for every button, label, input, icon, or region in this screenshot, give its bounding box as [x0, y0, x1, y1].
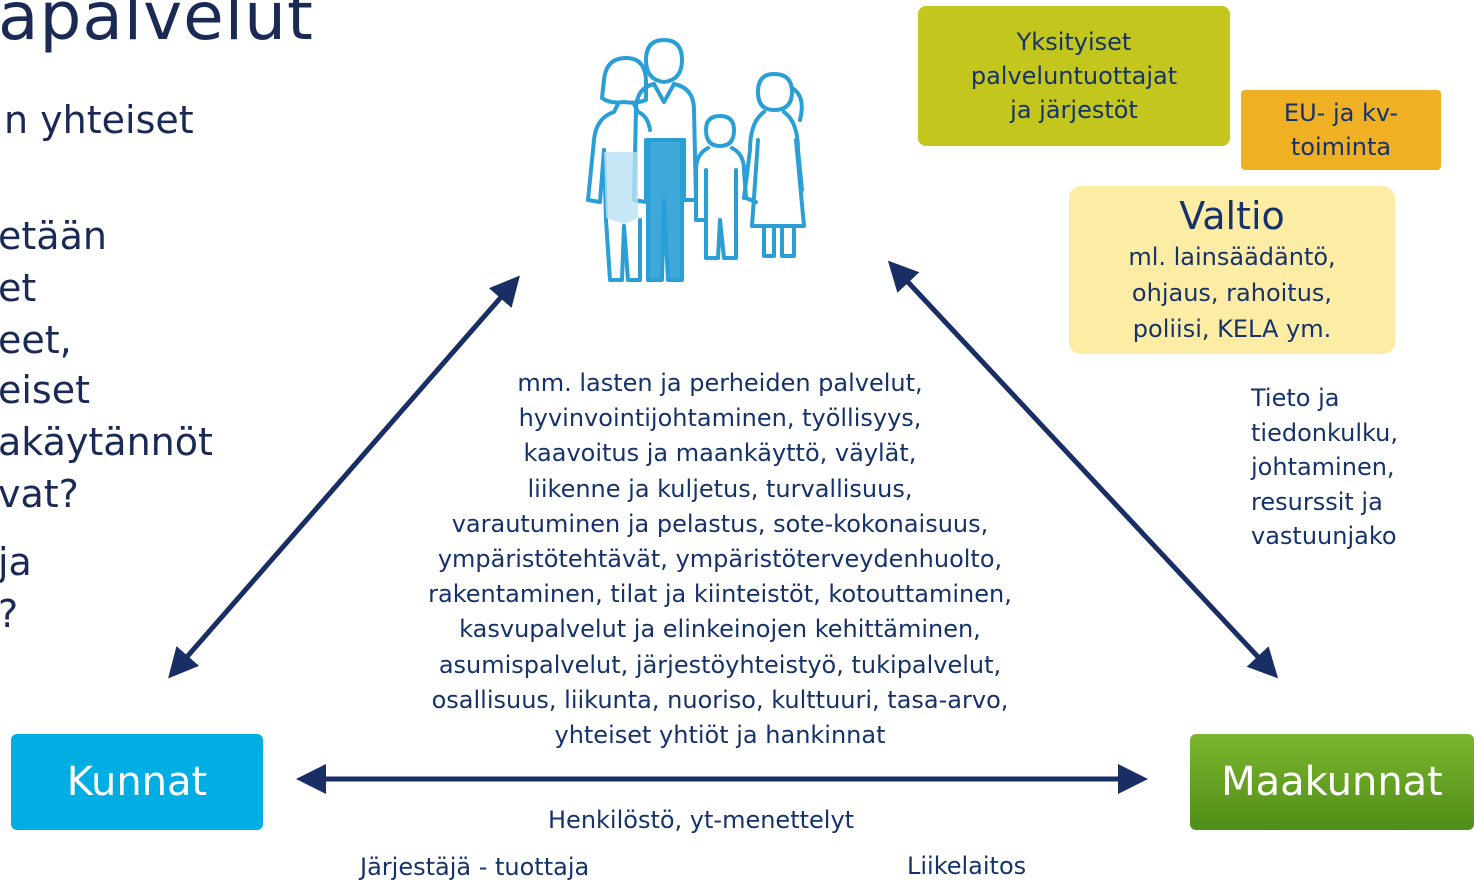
- yksityiset-line-1: Yksityiset: [1016, 28, 1132, 56]
- yksityiset-line-3: ja järjestöt: [1010, 96, 1138, 124]
- arrow-family-maakunnat: [887, 260, 1279, 679]
- left-text-line-5: eiset: [0, 368, 91, 412]
- maakunnat-box: Maakunnat: [1190, 734, 1474, 830]
- eu-box: EU- ja kv- toiminta: [1241, 90, 1441, 170]
- arrow-kunnat-family: [168, 275, 520, 679]
- center-line: kaavoitus ja maankäyttö, väylät,: [523, 439, 917, 468]
- yksityiset-box: Yksityiset palveluntuottajat ja järjestö…: [918, 6, 1230, 146]
- eu-line-1: EU- ja kv-: [1283, 99, 1399, 127]
- left-text-line-8: ja: [0, 540, 32, 584]
- kunnat-label: Kunnat: [66, 759, 208, 805]
- center-line: hyvinvointijohtaminen, työllisyys,: [518, 404, 922, 433]
- family-icon: [586, 38, 806, 282]
- left-text-line-4: eet,: [0, 318, 72, 362]
- kunnat-box: Kunnat: [11, 734, 263, 830]
- left-text-line-9: ?: [0, 592, 19, 636]
- henkilosto-label: Henkilöstö, yt-menettelyt: [548, 806, 855, 834]
- center-line: mm. lasten ja perheiden palvelut,: [517, 369, 923, 397]
- center-task-list: mm. lasten ja perheiden palvelut, hyvinv…: [350, 366, 1090, 753]
- left-text-line-7: vat?: [0, 472, 79, 516]
- left-text-line-1: n yhteiset: [4, 98, 194, 142]
- center-line: liikenne ja kuljetus, turvallisuus,: [527, 474, 913, 503]
- eu-line-2: toiminta: [1290, 133, 1392, 161]
- jarjestaja-label: Järjestäjä - tuottaja: [360, 853, 590, 881]
- liikelaitos-label: Liikelaitos: [907, 852, 1027, 880]
- left-text-line-3: et: [0, 266, 37, 310]
- left-text-line-2: etään: [0, 214, 107, 258]
- center-line: yhteiset yhtiöt ja hankinnat: [554, 721, 886, 750]
- center-line: osallisuus, liikunta, nuoriso, kulttuuri…: [431, 685, 1009, 714]
- yksityiset-line-2: palveluntuottajat: [970, 62, 1178, 90]
- valtio-title: Valtio: [1179, 194, 1285, 238]
- maakunnat-label: Maakunnat: [1221, 759, 1443, 805]
- page-title: apalvelut: [0, 0, 314, 55]
